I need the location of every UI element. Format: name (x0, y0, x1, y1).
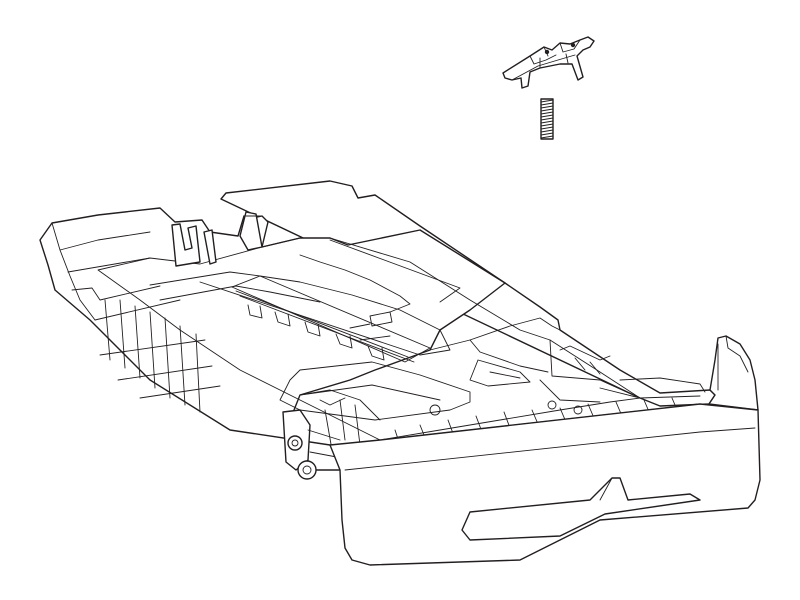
coil-spring-icon (540, 98, 554, 140)
separation-pad-clip-icon (502, 36, 595, 89)
paper-tray-icon (39, 180, 761, 566)
